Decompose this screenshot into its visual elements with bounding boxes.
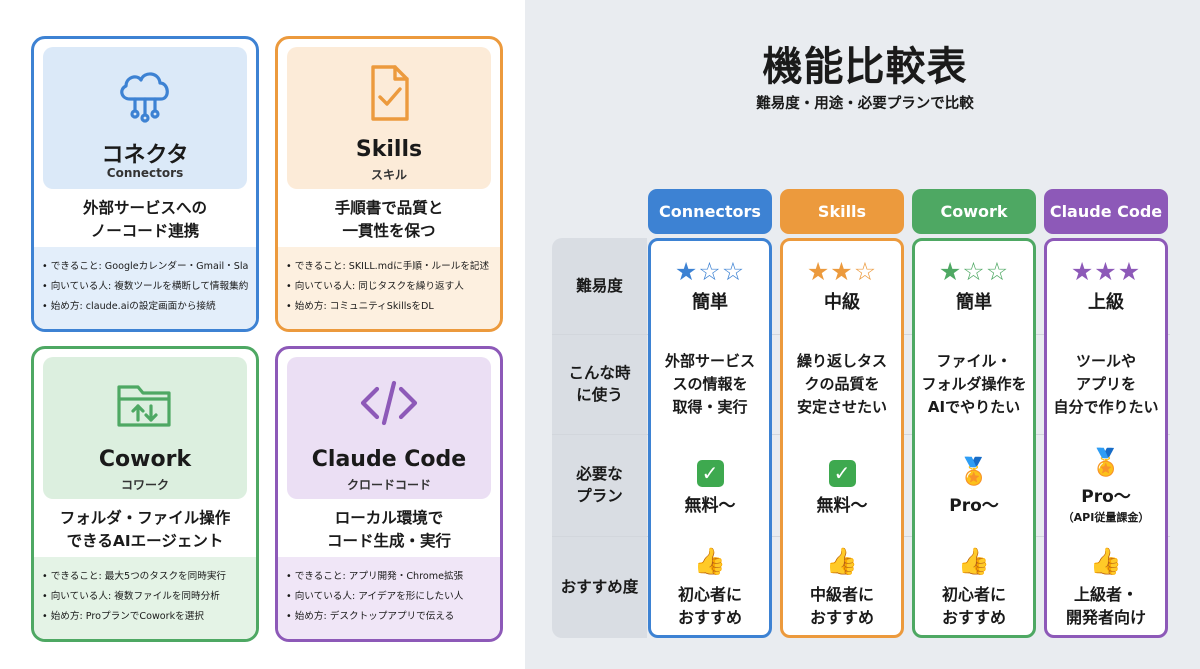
- difficulty-cell: ★☆☆ 簡単: [912, 238, 1036, 334]
- plan-label: Pro〜: [949, 495, 999, 516]
- thumbs-up-icon: 👍: [825, 547, 859, 577]
- row-label-column: [552, 238, 647, 638]
- difficulty-label: 簡単: [956, 292, 992, 313]
- card-bullet-list: できること: 最大5つのタスクを同時実行 向いている人: 複数ファイルを同時分析…: [34, 557, 256, 639]
- plan-note: （API従量課金）: [1062, 510, 1150, 524]
- card-bullet: できること: 最大5つのタスクを同時実行: [42, 567, 248, 587]
- card-bullet: できること: SKILL.mdに手順・ルールを記述: [286, 257, 492, 277]
- card-skills: Skills スキル 手順書で品質と 一貫性を保つ できること: SKILL.m…: [275, 36, 503, 332]
- card-hero: Cowork コワーク: [43, 357, 247, 499]
- usecase-cell: ツールや アプリを 自分で作りたい: [1053, 351, 1159, 416]
- card-bullet: 向いている人: 同じタスクを繰り返す人: [286, 277, 492, 297]
- column-header-skills: Skills: [780, 189, 904, 234]
- card-bullet: できること: アプリ開発・Chrome拡張: [286, 567, 492, 587]
- recommendation-cell: 👍 初心者に おすすめ: [941, 547, 1006, 627]
- card-hero: コネクタ Connectors: [43, 47, 247, 189]
- check-icon: ✓: [696, 455, 724, 489]
- difficulty-cell: ★★☆ 中級: [780, 238, 904, 334]
- page-subtitle: 難易度・用途・必要プランで比較: [756, 96, 974, 112]
- card-bullet: 向いている人: 複数ツールを横断して情報集約: [42, 277, 248, 297]
- card-headline: 手順書で品質と 一貫性を保つ: [334, 199, 444, 240]
- card-bullet-list: できること: SKILL.mdに手順・ルールを記述 向いている人: 同じタスクを…: [278, 247, 500, 329]
- plan-cell: 🏅 Pro〜: [912, 434, 1036, 536]
- row-label-difficulty: 難易度: [576, 277, 623, 295]
- page-title: 機能比較表: [762, 44, 968, 90]
- card-claude-code: Claude Code クロードコード ローカル環境で コード生成・実行 できる…: [275, 346, 503, 642]
- column-connectors: ★☆☆ 簡単 外部サービス スの情報を 取得・実行 ✓ 無料〜 👍 初心者に お…: [648, 238, 772, 638]
- card-connectors: コネクタ Connectors 外部サービスへの ノーコード連携 できること: …: [31, 36, 259, 332]
- card-bullet-list: できること: Googleカレンダー・Gmail・Slack等 向いている人: …: [34, 247, 256, 329]
- recommendation-cell: 👍 初心者に おすすめ: [677, 547, 742, 627]
- thumbs-up-icon: 👍: [957, 547, 991, 577]
- card-hero: Skills スキル: [287, 47, 491, 189]
- card-subtitle: クロードコード: [346, 478, 431, 492]
- plan-cell: ✓ 無料〜: [780, 434, 904, 536]
- card-bullet: 向いている人: 複数ファイルを同時分析: [42, 587, 248, 607]
- difficulty-label: 簡単: [692, 292, 728, 313]
- card-headline: ローカル環境で コード生成・実行: [326, 509, 451, 550]
- medal-icon: 🏅: [957, 456, 991, 487]
- card-subtitle: スキル: [370, 168, 407, 182]
- card-bullet: 始め方: デスクトップアプリで伝える: [286, 607, 492, 627]
- difficulty-cell: ★☆☆ 簡単: [648, 238, 772, 334]
- column-header-claude-code: Claude Code: [1044, 189, 1168, 234]
- usecase-cell: 繰り返しタス クの品質を 安定させたい: [796, 351, 887, 416]
- difficulty-label: 上級: [1088, 292, 1124, 313]
- difficulty-stars: ★☆☆: [938, 257, 1010, 286]
- folder-sync-icon: [113, 371, 177, 435]
- usecase-cell: ファイル・ フォルダ操作を AIでやりたい: [921, 351, 1027, 416]
- row-label-usecase: こんな時 に使う: [568, 364, 631, 404]
- difficulty-label: 中級: [824, 292, 860, 313]
- card-subtitle: コワーク: [120, 478, 169, 492]
- card-bullet: 始め方: コミュニティSkillsをDL: [286, 297, 492, 317]
- usecase-cell: 外部サービス スの情報を 取得・実行: [664, 351, 755, 416]
- plan-label: 無料〜: [684, 495, 736, 516]
- recommendation-cell: 👍 中級者に おすすめ: [809, 547, 874, 627]
- document-check-icon: [357, 61, 421, 125]
- card-hero: Claude Code クロードコード: [287, 357, 491, 499]
- plan-cell: ✓ 無料〜: [648, 434, 772, 536]
- medal-icon: 🏅: [1089, 447, 1123, 478]
- card-title: Cowork: [98, 447, 192, 472]
- difficulty-stars: ★★★: [1070, 257, 1142, 286]
- cloud-network-icon: [113, 61, 177, 125]
- card-title: Claude Code: [311, 447, 467, 472]
- row-label-recommendation: おすすめ度: [560, 578, 639, 596]
- card-headline: フォルダ・ファイル操作 できるAIエージェント: [59, 509, 231, 550]
- plan-label: 無料〜: [816, 495, 868, 516]
- card-subtitle: Connectors: [106, 166, 184, 180]
- card-bullet: できること: Googleカレンダー・Gmail・Slack等: [42, 257, 248, 277]
- card-bullet: 向いている人: アイデアを形にしたい人: [286, 587, 492, 607]
- card-title: Skills: [355, 137, 423, 162]
- row-label-plan: 必要な プラン: [576, 465, 623, 505]
- card-title: コネクタ: [101, 143, 189, 168]
- column-claude-code: ★★★ 上級 ツールや アプリを 自分で作りたい 🏅 Pro〜 （API従量課金…: [1044, 238, 1168, 638]
- column-skills: ★★☆ 中級 繰り返しタス クの品質を 安定させたい ✓ 無料〜 👍 中級者に …: [780, 238, 904, 638]
- card-bullet: 始め方: ProプランでCoworkを選択: [42, 607, 248, 627]
- card-cowork: Cowork コワーク フォルダ・ファイル操作 できるAIエージェント できるこ…: [31, 346, 259, 642]
- difficulty-cell: ★★★ 上級: [1044, 238, 1168, 334]
- column-cowork: ★☆☆ 簡単 ファイル・ フォルダ操作を AIでやりたい 🏅 Pro〜 👍 初心…: [912, 238, 1036, 638]
- check-icon: ✓: [828, 455, 856, 489]
- card-bullet-list: できること: アプリ開発・Chrome拡張 向いている人: アイデアを形にしたい…: [278, 557, 500, 639]
- thumbs-up-icon: 👍: [1089, 547, 1123, 577]
- code-brackets-icon: [357, 371, 421, 435]
- difficulty-stars: ★★☆: [806, 257, 878, 286]
- column-header-connectors: Connectors: [648, 189, 772, 234]
- thumbs-up-icon: 👍: [693, 547, 727, 577]
- recommendation-cell: 👍 上級者・ 開発者向け: [1065, 547, 1146, 627]
- column-header-cowork: Cowork: [912, 189, 1036, 234]
- difficulty-stars: ★☆☆: [674, 257, 746, 286]
- plan-label: Pro〜: [1081, 486, 1131, 507]
- card-headline: 外部サービスへの ノーコード連携: [82, 199, 207, 240]
- card-bullet: 始め方: claude.aiの設定画面から接続: [42, 297, 248, 317]
- plan-cell: 🏅 Pro〜 （API従量課金）: [1044, 434, 1168, 536]
